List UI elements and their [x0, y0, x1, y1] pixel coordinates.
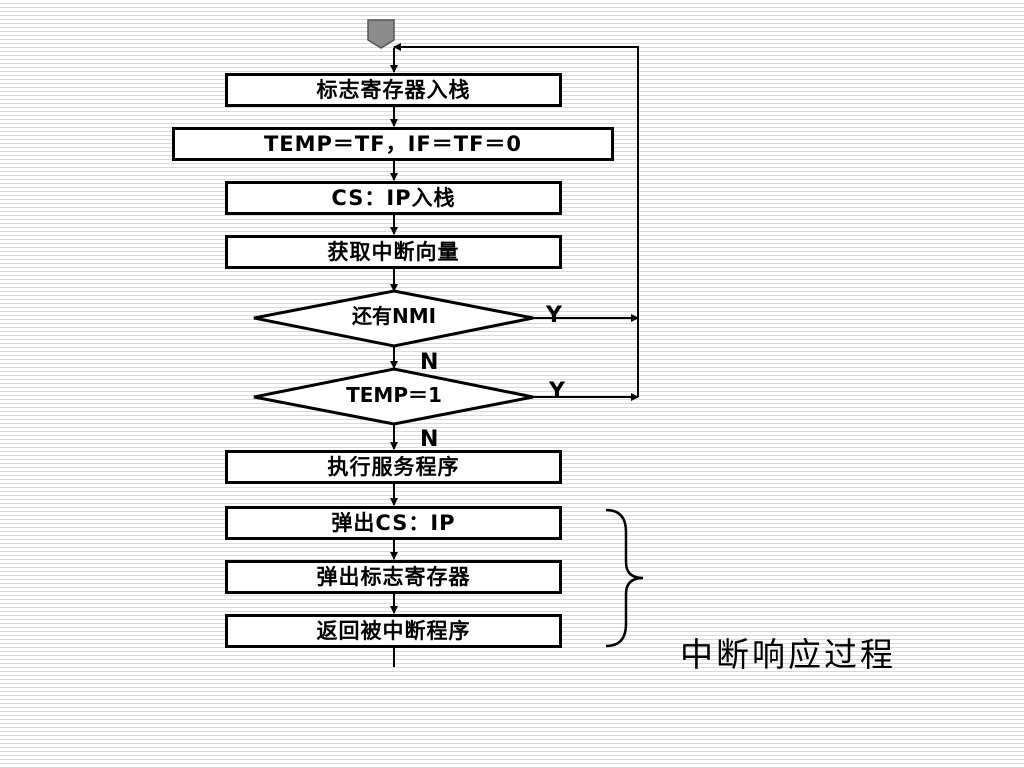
start-connector: [367, 19, 395, 49]
return-step: 返回被中断程序: [225, 614, 562, 648]
loop-back-line: [393, 43, 639, 397]
decision-temp-yes-label: Y: [549, 379, 565, 404]
pop-cs-ip-step: 弹出CS：IP: [225, 506, 562, 540]
decision-temp-no-label: N: [420, 427, 439, 452]
push-flags-step: 标志寄存器入栈: [225, 73, 562, 107]
decision-nmi-yes-label: Y: [546, 303, 562, 328]
temp-tf-step: TEMP＝TF，IF＝TF＝0: [172, 127, 614, 161]
brace: [605, 508, 644, 648]
diagram-caption: 中断响应过程: [680, 635, 896, 674]
get-vector-step: 获取中断向量: [225, 235, 562, 269]
pop-flags-step: 弹出标志寄存器: [225, 560, 562, 594]
decision-temp-label: TEMP＝1: [346, 383, 442, 407]
exec-service-step: 执行服务程序: [225, 450, 562, 484]
decision-temp-shape: [253, 367, 534, 426]
decision-nmi-label: 还有NMI: [351, 304, 437, 328]
decision-nmi-no-label: N: [420, 350, 439, 375]
decision-nmi-shape: [253, 289, 534, 348]
push-cs-ip-step: CS：IP入栈: [225, 181, 562, 215]
